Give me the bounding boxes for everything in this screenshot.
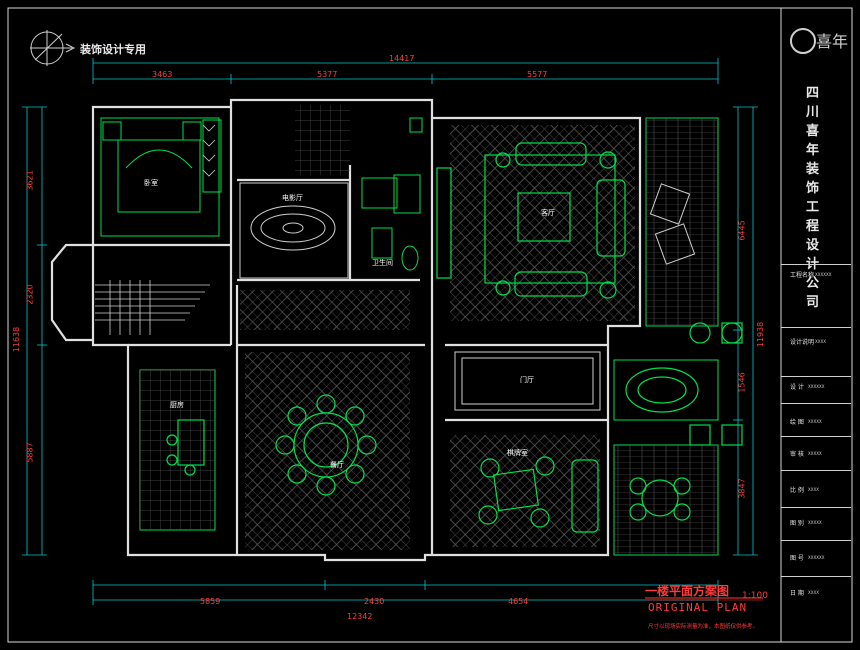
plan-title-cn: 一楼平面方案图 <box>645 584 730 598</box>
dim-right-4: 3847 <box>737 478 747 499</box>
tb-label-desc: 设计说明 <box>790 339 815 346</box>
dim-left-4: 5887 <box>25 442 35 463</box>
tb-label-scale: 比 例 <box>790 487 804 494</box>
dim-bottom-1: 5859 <box>200 597 221 606</box>
title-block-divider <box>781 470 851 471</box>
dim-bottom-total: 12342 <box>347 612 373 621</box>
dim-right-3: 1546 <box>737 372 747 393</box>
tb-label-review: 审 核 <box>790 451 804 458</box>
tb-label-design: 设 计 <box>790 384 804 391</box>
tb-value-desc: XXXX <box>815 339 826 344</box>
room-label-bath: 卫生间 <box>372 259 393 267</box>
dim-left-1: 3621 <box>25 170 35 191</box>
tb-value-review: XXXXX <box>808 451 822 456</box>
room-label-kitchen: 厨房 <box>170 401 184 409</box>
dim-left-2: 2320 <box>25 284 35 305</box>
title-block-divider <box>781 327 851 328</box>
tb-value-type: XXXXX <box>808 520 822 525</box>
dim-top-total: 14417 <box>389 54 415 63</box>
room-label-mahjong: 棋牌室 <box>507 449 528 457</box>
room-label-media: 电影厅 <box>282 194 303 202</box>
title-block-divider <box>781 507 851 508</box>
dim-right-2: 11938 <box>756 321 766 348</box>
company-name: 四川喜年装饰工程设计公司 <box>806 86 820 310</box>
dim-top-1: 3463 <box>152 70 173 79</box>
title-block-divider <box>781 436 851 437</box>
plan-title-en: ORIGINAL PLAN <box>648 601 748 614</box>
dim-left-3: 11638 <box>12 326 22 353</box>
tb-label-type: 图 别 <box>790 520 804 527</box>
dim-top-3: 5577 <box>527 70 548 79</box>
title-block-divider-top <box>781 264 851 265</box>
room-label-foyer: 门厅 <box>520 376 534 384</box>
dim-bottom-2: 2430 <box>364 597 385 606</box>
stamp-label: 装饰设计专用 <box>80 43 146 56</box>
tb-value-project: XXXXXX <box>815 272 832 277</box>
room-label-dining: 餐厅 <box>330 461 344 469</box>
dim-right-1: 6445 <box>737 220 747 241</box>
tb-label-draw: 绘 图 <box>790 419 804 426</box>
title-block-divider <box>781 376 851 377</box>
dim-bottom-3: 4654 <box>508 597 529 606</box>
tb-value-draw: XXXXX <box>808 419 822 424</box>
room-label-bedroom: 卧室 <box>144 179 158 187</box>
plan-scale: 1:100 <box>742 591 768 601</box>
dim-top-2: 5377 <box>317 70 338 79</box>
title-block-divider <box>781 403 851 404</box>
tb-value-design: XXXXXX <box>808 384 825 389</box>
room-label-living: 客厅 <box>541 209 555 217</box>
tb-value-scale: XXXX <box>808 487 819 492</box>
tb-value-number: XXXXXX <box>808 555 825 560</box>
tb-label-project: 工程名称 <box>790 272 815 279</box>
title-block-divider <box>781 540 851 541</box>
tb-label-date: 日 期 <box>790 590 804 597</box>
tb-label-number: 图 号 <box>790 555 804 562</box>
plan-note: 尺寸以现场实际测量为准，本图纸仅供参考。 <box>648 624 759 630</box>
stamp-icon <box>30 30 76 66</box>
logo-icon <box>790 28 816 54</box>
title-block-divider <box>781 576 851 577</box>
logo-text: 喜年 <box>816 32 849 51</box>
tb-value-date: XXXX <box>808 590 819 595</box>
